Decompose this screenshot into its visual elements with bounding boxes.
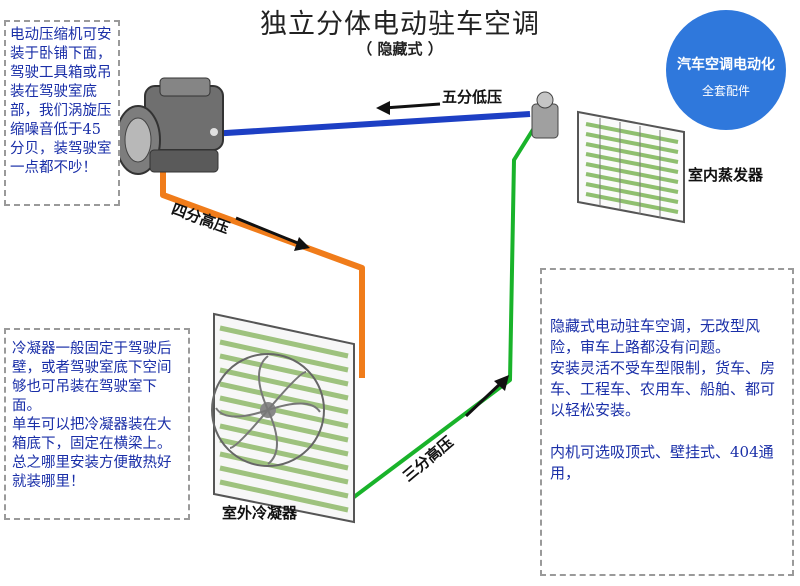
indoor-evaporator [531, 91, 685, 224]
compressor-note-text: 电动压缩机可安装于卧铺下面，驾驶工具箱或吊装在驾驶室底部，我们涡旋压缩噪音低于4… [10, 27, 112, 176]
install-note: 隐藏式电动驻车空调，无改型风险，审车上路都没有问题。 安装灵活不受车型限制，货车… [540, 268, 794, 576]
condenser-note: 冷凝器一般固定于驾驶后壁，或者驾驶室底下空间够也可吊装在驾驶室下面。 单车可以把… [4, 328, 190, 520]
badge-line1: 汽车空调电动化 [677, 57, 775, 73]
compressor-note: 电动压缩机可安装于卧铺下面，驾驶工具箱或吊装在驾驶室底部，我们涡旋压缩噪音低于4… [4, 20, 120, 206]
arrow-high-pressure-4 [235, 216, 310, 251]
outdoor-condenser [211, 312, 355, 524]
condenser-label: 室外冷凝器 [222, 504, 298, 522]
arrow-low-pressure [376, 101, 441, 115]
low-pressure-label: 五分低压 [442, 88, 503, 106]
high-pressure-line-green [348, 126, 536, 502]
evaporator-label: 室内蒸发器 [688, 166, 764, 184]
condenser-note-text: 冷凝器一般固定于驾驶后壁，或者驾驶室底下空间够也可吊装在驾驶室下面。 单车可以把… [12, 341, 172, 490]
promo-badge: 汽车空调电动化 全套配件 [666, 10, 786, 130]
badge-line2: 全套配件 [701, 84, 750, 98]
low-pressure-line [209, 111, 531, 137]
install-note-text: 隐藏式电动驻车空调，无改型风险，审车上路都没有问题。 安装灵活不受车型限制，货车… [550, 317, 776, 482]
electric-compressor [115, 77, 224, 175]
arrow-high-pressure-3 [464, 375, 509, 418]
page-title: 独立分体电动驻车空调 [260, 9, 540, 40]
page-subtitle: （ 隐藏式 ） [357, 40, 443, 58]
